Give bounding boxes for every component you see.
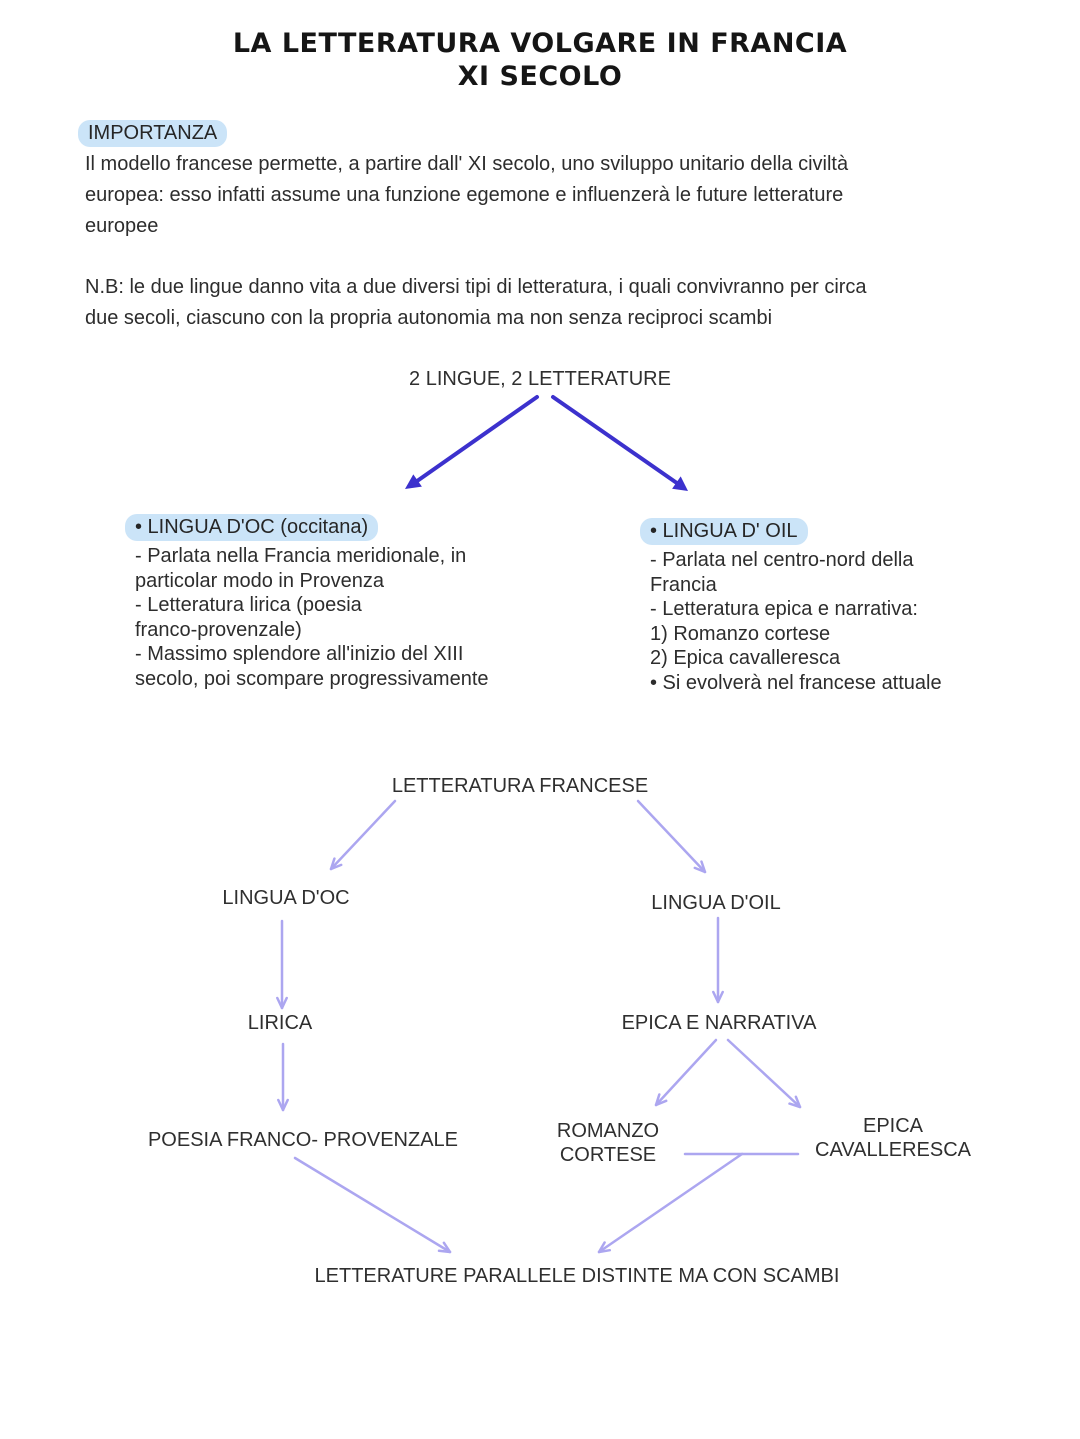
node-epica-narrativa: EPICA E NARRATIVA	[621, 1012, 817, 1034]
node-line: CAVALLERESCA	[815, 1139, 971, 1161]
lingua-doc-block: • LINGUA D'OC (occitana) - Parlata nella…	[125, 514, 489, 691]
node-line: CORTESE	[559, 1144, 657, 1166]
arrow-lirica-to-poesia	[277, 1042, 289, 1112]
arrow-epica-to-cavalleresca	[726, 1038, 802, 1109]
importanza-label: IMPORTANZA	[78, 120, 228, 147]
arrow-poesia-to-conclusion	[293, 1156, 452, 1254]
node-line: ROMANZO	[556, 1120, 660, 1142]
block-line: - Letteratura lirica (poesia	[135, 594, 362, 616]
page-title-line2: XI SECOLO	[457, 61, 623, 92]
block-line: secolo, poi scompare progressivamente	[135, 667, 489, 690]
importanza-paragraph: Il modello francese permette, a partire …	[85, 149, 848, 242]
node-romanzo-cortese: ROMANZO CORTESE	[548, 1119, 668, 1167]
lingua-doil-heading: • LINGUA D' OIL	[640, 518, 808, 545]
paragraph-line: europea: esso infatti assume una funzion…	[85, 184, 844, 206]
node-lingua-doil: LINGUA D'OIL	[651, 892, 781, 914]
arrow-romanzocav-to-conclusion	[597, 1152, 744, 1254]
block-line: - Parlata nel centro-nord della	[650, 549, 914, 571]
block-line: 2) Epica cavalleresca	[650, 647, 841, 669]
block-line: - Letteratura epica e narrativa:	[650, 598, 918, 620]
arrow-lettfrancese-to-linguadoil	[636, 799, 707, 874]
paragraph-line: europee	[85, 215, 159, 237]
arrow-linguadoc-to-lirica	[276, 919, 288, 1010]
block-line: Francia	[650, 573, 717, 596]
paragraph-line: Il modello francese permette, a partire …	[85, 153, 849, 175]
arrow-2lingue-to-linguadoc	[405, 395, 539, 489]
block-line: particolar modo in Provenza	[135, 569, 385, 592]
paragraph-line: due secoli, ciascuno con la propria auto…	[85, 307, 773, 329]
block-line: • Si evolverà nel francese attuale	[650, 671, 942, 694]
lingua-doil-block: • LINGUA D' OIL - Parlata nel centro-nor…	[640, 518, 942, 695]
node-lirica: LIRICA	[247, 1012, 313, 1034]
page-title-line1: LA LETTERATURA VOLGARE IN FRANCIA	[232, 28, 848, 59]
arrow-lettfrancese-to-linguadoc	[329, 799, 397, 871]
block-line: - Massimo splendore all'inizio del XIII	[135, 643, 464, 665]
node-poesia-franco-provenzale: POESIA FRANCO- PROVENZALE	[147, 1129, 459, 1151]
node-letteratura-francese: LETTERATURA FRANCESE	[391, 775, 649, 797]
node-epica-cavalleresca: EPICA CAVALLERESCA	[813, 1114, 973, 1162]
block-line: franco-provenzale)	[135, 618, 302, 641]
arrow-linguadoil-to-epica	[712, 916, 724, 1004]
arrow-2lingue-to-linguadoil	[551, 395, 688, 491]
block-line: 1) Romanzo cortese	[650, 622, 831, 645]
lingua-doc-heading: • LINGUA D'OC (occitana)	[125, 514, 379, 541]
node-line: EPICA	[862, 1115, 924, 1137]
block-line: - Parlata nella Francia meridionale, in	[135, 545, 467, 567]
paragraph-line: N.B: le due lingue danno vita a due dive…	[85, 276, 867, 298]
arrow-epica-to-romanzo	[654, 1038, 718, 1107]
diagram1-root-node: 2 LINGUE, 2 LETTERATURE	[409, 368, 671, 390]
importanza-highlight: IMPORTANZA	[78, 120, 228, 147]
nota-paragraph: N.B: le due lingue danno vita a due dive…	[85, 272, 867, 334]
node-lingua-doc: LINGUA D'OC	[222, 887, 350, 909]
node-conclusion: LETTERATURE PARALLELE DISTINTE MA CON SC…	[314, 1265, 840, 1287]
